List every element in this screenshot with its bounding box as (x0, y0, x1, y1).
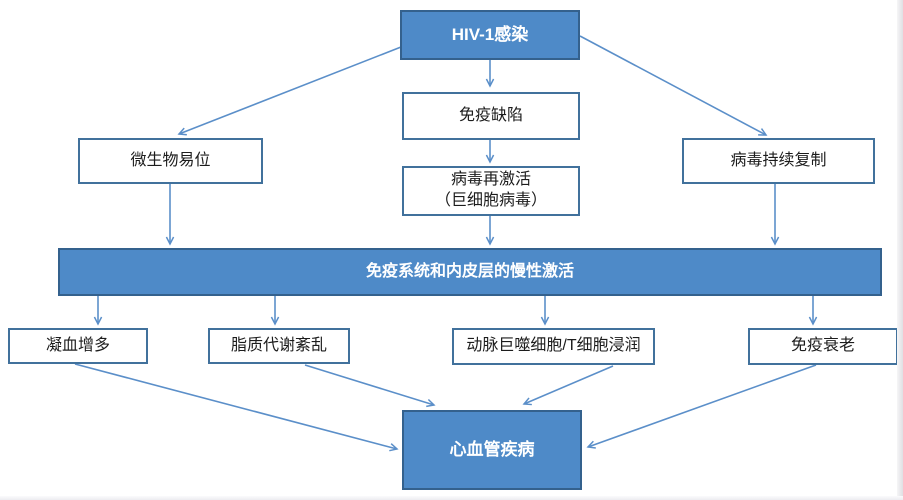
node-chronic-activation: 免疫系统和内皮层的慢性激活 (58, 248, 882, 296)
node-cardiovascular-disease-label: 心血管疾病 (449, 439, 535, 459)
image-edge-shade-bottom (0, 496, 903, 500)
node-virus-reactivation: 病毒再激活 （巨细胞病毒） (402, 166, 580, 216)
arrow-hiv-to-viral-replication (579, 35, 768, 136)
node-immunosenescence: 免疫衰老 (748, 328, 898, 365)
node-cardiovascular-disease: 心血管疾病 (402, 410, 582, 490)
node-immune-deficiency-label: 免疫缺陷 (458, 106, 523, 124)
node-viral-replication-label: 病毒持续复制 (730, 151, 827, 169)
node-chronic-activation-label: 免疫系统和内皮层的慢性激活 (365, 262, 574, 280)
node-lipid-disorder-label: 脂质代谢紊乱 (230, 336, 327, 354)
node-artery-infiltration: 动脉巨噬细胞/T细胞浸润 (452, 328, 655, 365)
node-immune-deficiency: 免疫缺陷 (402, 92, 580, 140)
node-microbial-translocation: 微生物易位 (78, 138, 263, 184)
node-viral-replication: 病毒持续复制 (682, 138, 875, 184)
node-hypercoagulation: 凝血增多 (8, 328, 148, 364)
node-virus-reactivation-label-line1: 病毒再激活 (450, 171, 531, 189)
node-hiv-infection: HIV-1感染 (400, 10, 580, 60)
node-hiv-infection-label: HIV-1感染 (451, 24, 529, 44)
arrow-hypercoagulation-to-cvd (74, 363, 399, 452)
node-virus-reactivation-label-line2: （巨细胞病毒） (434, 192, 547, 209)
image-edge-shade-right (897, 0, 903, 500)
arrow-immunosenescence-to-cvd (586, 364, 817, 449)
arrow-hiv-to-microbial-translocation (177, 46, 402, 136)
node-artery-infiltration-label: 动脉巨噬细胞/T细胞浸润 (466, 337, 641, 355)
node-immunosenescence-label: 免疫衰老 (790, 337, 855, 355)
arrow-lipid-disorder-to-cvd (304, 364, 436, 408)
node-microbial-translocation-label: 微生物易位 (130, 151, 211, 169)
node-hypercoagulation-label: 凝血增多 (45, 336, 110, 354)
node-lipid-disorder: 脂质代谢紊乱 (208, 328, 350, 364)
arrow-artery-infiltration-to-cvd (522, 365, 614, 406)
